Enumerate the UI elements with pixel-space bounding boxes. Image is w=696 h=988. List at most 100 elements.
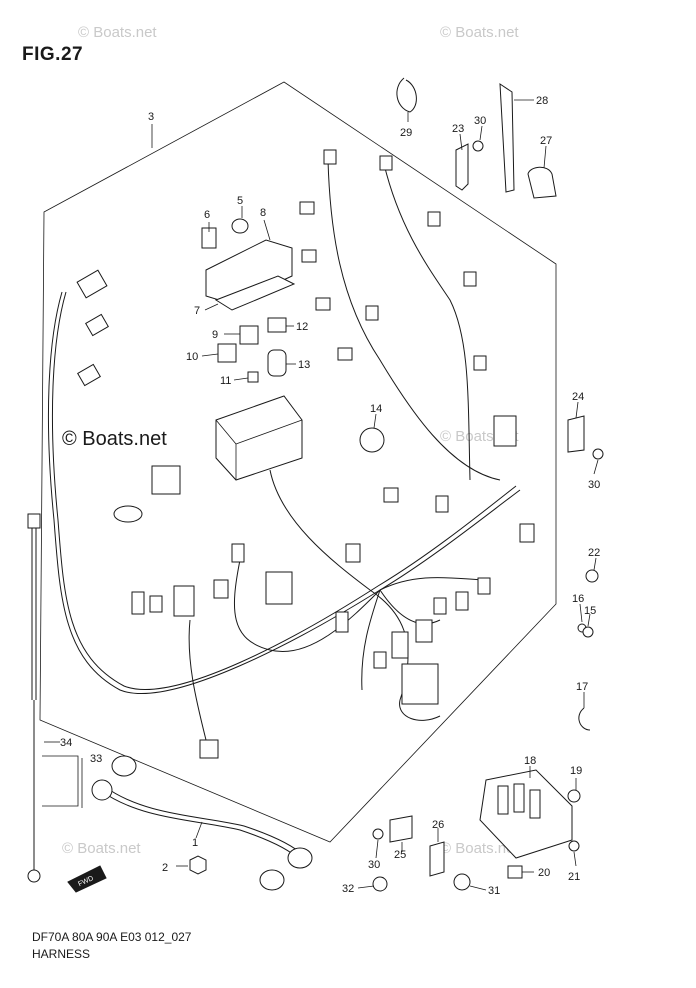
relay bbox=[267, 317, 287, 333]
callout-11: 11 bbox=[220, 375, 231, 387]
fwd-arrow-icon bbox=[67, 865, 107, 893]
grommet bbox=[231, 218, 249, 234]
callout-30: 30 bbox=[588, 479, 600, 491]
relay bbox=[217, 343, 237, 363]
connector bbox=[373, 651, 387, 669]
callout-12: 12 bbox=[296, 321, 308, 333]
connector bbox=[265, 571, 293, 605]
harness-outline-box bbox=[39, 81, 557, 843]
watermark: © Boats.net bbox=[440, 24, 519, 41]
bracket bbox=[389, 815, 413, 843]
callout-30: 30 bbox=[368, 859, 380, 871]
callout-23: 23 bbox=[452, 123, 464, 135]
leader-lines bbox=[44, 99, 599, 891]
connector bbox=[427, 211, 441, 227]
cable-tie bbox=[499, 83, 515, 193]
connector bbox=[391, 631, 409, 659]
nut bbox=[567, 789, 581, 803]
connector bbox=[323, 149, 337, 165]
connector bbox=[435, 495, 449, 513]
callout-24: 24 bbox=[572, 391, 584, 403]
figure-name: HARNESS bbox=[32, 947, 91, 961]
callout-17: 17 bbox=[576, 681, 588, 693]
gasket bbox=[214, 275, 296, 311]
connector bbox=[131, 591, 145, 615]
main-harness bbox=[47, 291, 521, 694]
callout-27: 27 bbox=[540, 135, 552, 147]
connector bbox=[337, 347, 353, 361]
callout-34: 34 bbox=[60, 737, 72, 749]
clamp bbox=[527, 166, 557, 199]
bracket bbox=[455, 143, 469, 191]
connector bbox=[379, 155, 393, 171]
cable-boot bbox=[287, 847, 313, 869]
terminal-block bbox=[479, 769, 573, 859]
bolt bbox=[592, 448, 604, 460]
battery-cable bbox=[99, 789, 301, 861]
connector bbox=[301, 249, 317, 263]
connector bbox=[455, 591, 469, 611]
relay bbox=[239, 325, 259, 345]
bracket bbox=[429, 841, 445, 877]
ring-terminal bbox=[27, 869, 41, 883]
clamp bbox=[453, 873, 471, 891]
grommet bbox=[359, 427, 385, 453]
connector bbox=[473, 355, 487, 371]
connector bbox=[213, 579, 229, 599]
watermark: © Boats.net bbox=[62, 840, 141, 857]
callout-25: 25 bbox=[394, 849, 406, 861]
callout-3: 3 bbox=[148, 111, 154, 123]
figure-title: FIG.27 bbox=[22, 44, 84, 65]
callout-16: 16 bbox=[572, 593, 584, 605]
spacer bbox=[507, 865, 523, 879]
callout-32: 32 bbox=[342, 883, 354, 895]
connector bbox=[345, 543, 361, 563]
cap bbox=[267, 349, 287, 377]
watermark: © Boats.net bbox=[440, 840, 519, 857]
callout-20: 20 bbox=[538, 867, 550, 879]
clip bbox=[578, 707, 591, 731]
bracket bbox=[567, 415, 585, 453]
callout-6: 6 bbox=[204, 209, 210, 221]
connector bbox=[231, 543, 245, 563]
callout-21: 21 bbox=[568, 871, 580, 883]
callout-2: 2 bbox=[162, 862, 168, 874]
callout-18: 18 bbox=[524, 755, 536, 767]
connector bbox=[76, 269, 108, 299]
connector bbox=[199, 739, 219, 759]
nut bbox=[189, 855, 207, 875]
relay-module bbox=[401, 663, 439, 705]
connector bbox=[477, 577, 491, 595]
callout-30: 30 bbox=[474, 115, 486, 127]
callout-13: 13 bbox=[298, 359, 310, 371]
bolt bbox=[568, 840, 580, 852]
bolt bbox=[372, 828, 384, 840]
sensor bbox=[151, 465, 181, 495]
callout-7: 7 bbox=[194, 305, 200, 317]
watermark: © Boats.net bbox=[78, 24, 157, 41]
connector bbox=[149, 595, 163, 613]
callout-labels: 1 2 3 5 6 7 8 9 10 11 12 13 14 15 16 17 … bbox=[60, 95, 600, 897]
bolt bbox=[585, 569, 599, 583]
connector bbox=[463, 271, 477, 287]
callout-10: 10 bbox=[186, 351, 198, 363]
connector bbox=[85, 313, 109, 337]
callout-14: 14 bbox=[370, 403, 382, 415]
callout-29: 29 bbox=[400, 127, 412, 139]
connector bbox=[493, 415, 517, 447]
connector bbox=[173, 585, 195, 617]
nut bbox=[582, 626, 594, 638]
connector bbox=[383, 487, 399, 503]
cable-boot bbox=[91, 779, 113, 801]
callout-26: 26 bbox=[432, 819, 444, 831]
callout-19: 19 bbox=[570, 765, 582, 777]
connector bbox=[335, 611, 349, 633]
callout-33: 33 bbox=[90, 753, 102, 765]
connector bbox=[365, 305, 379, 321]
cover bbox=[205, 239, 293, 305]
connector bbox=[433, 597, 447, 615]
connector bbox=[415, 619, 433, 643]
callout-8: 8 bbox=[260, 207, 266, 219]
callout-15: 15 bbox=[584, 605, 596, 617]
